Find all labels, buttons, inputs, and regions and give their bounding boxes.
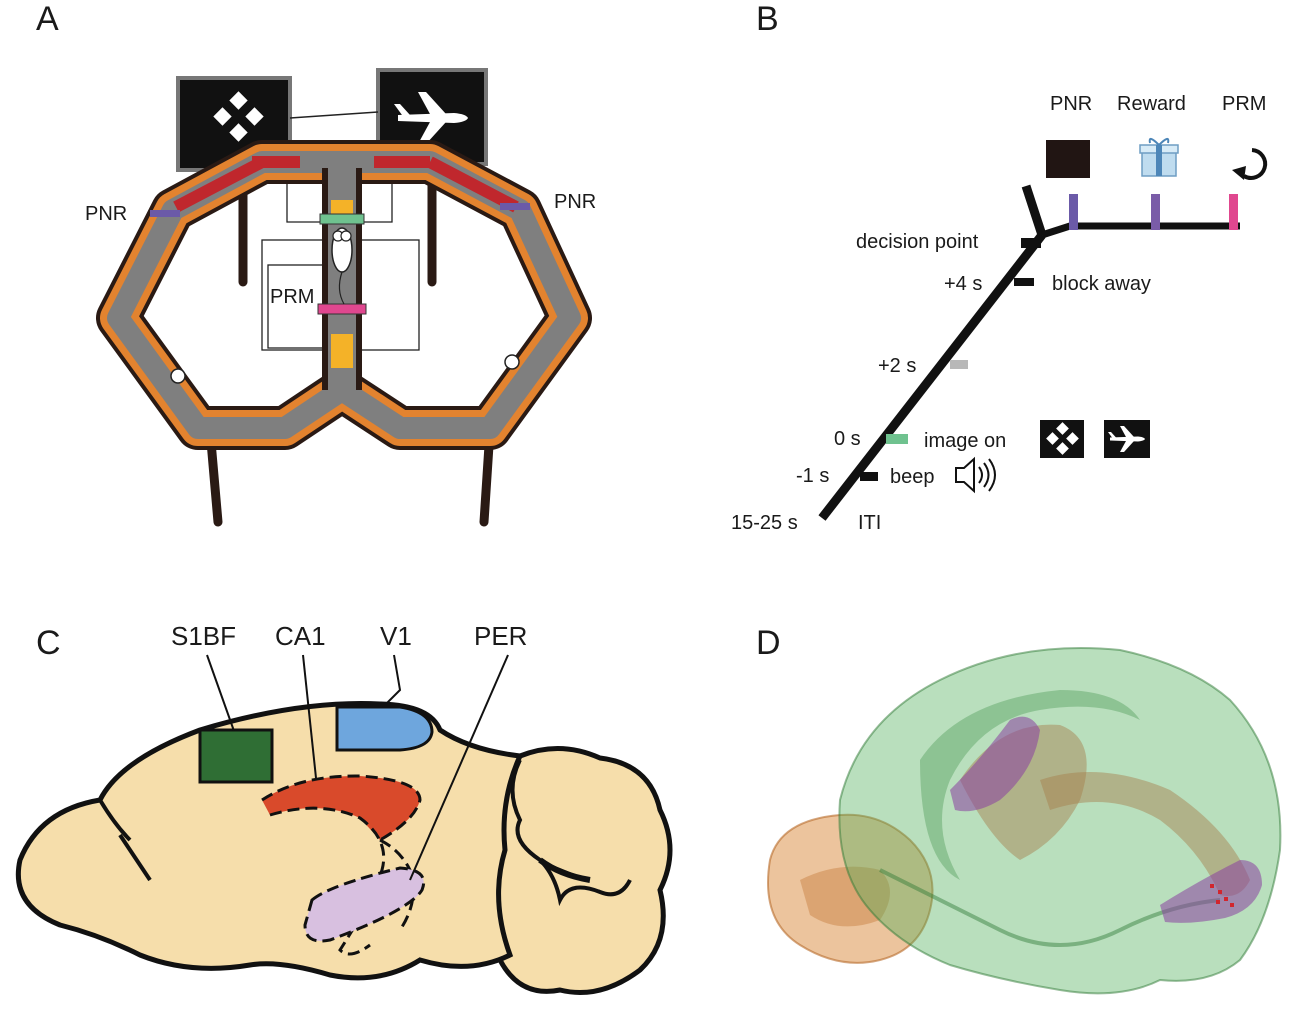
speaker-icon <box>955 456 996 494</box>
airplane-icon <box>1104 420 1150 458</box>
central-stem <box>317 168 367 390</box>
panel-b: B <box>731 0 1268 534</box>
red-segments <box>173 156 519 213</box>
diamond-pattern-icon <box>213 91 264 142</box>
region-per <box>303 866 426 943</box>
label-plus2: +2 s <box>878 355 916 377</box>
region-s1bf <box>198 728 274 784</box>
label-beep: beep <box>890 466 935 488</box>
label-iti: ITI <box>858 512 881 534</box>
tick-plus2 <box>950 360 968 369</box>
panel-d: D <box>756 624 1282 995</box>
tick-pnr <box>1069 194 1078 230</box>
pnr-marker-left <box>150 210 180 217</box>
rotate-arrow-icon <box>1232 148 1268 180</box>
tick-reward <box>1151 194 1160 230</box>
label-zero: 0 s <box>834 428 861 450</box>
label-ca1: CA1 <box>275 621 326 651</box>
red-dots <box>1210 884 1234 907</box>
region-v1 <box>335 705 434 752</box>
label-plus4: +4 s <box>944 273 982 295</box>
panel-letter-b: B <box>756 0 779 38</box>
label-minus1: -1 s <box>796 465 829 487</box>
tick-decision-point <box>1021 238 1041 248</box>
header-prm: PRM <box>1222 93 1266 115</box>
label-v1: V1 <box>380 621 412 651</box>
header-reward: Reward <box>1117 93 1186 115</box>
tick-plus4 <box>1014 278 1034 286</box>
purple-region-lower <box>1160 860 1262 923</box>
tick-prm <box>1229 194 1238 230</box>
reward-well-left <box>170 368 186 384</box>
panel-letter-a: A <box>36 0 59 38</box>
pnr-marker-right <box>500 203 530 210</box>
label-per: PER <box>474 621 527 651</box>
panel-a: A <box>36 0 596 527</box>
pnr-block-icon <box>1046 140 1090 178</box>
rat-icon <box>331 227 353 305</box>
label-s1bf: S1BF <box>171 621 236 651</box>
label-prm: PRM <box>270 286 314 308</box>
panel-c: C S1BF CA1 V1 PER <box>15 621 673 995</box>
tick-beep <box>860 472 878 481</box>
purple-region-upper <box>950 716 1040 812</box>
airplane-icon <box>394 92 468 144</box>
gift-icon <box>1139 138 1179 177</box>
label-image-on: image on <box>924 430 1006 452</box>
panel-letter-d: D <box>756 624 781 662</box>
label-iti-range: 15-25 s <box>731 512 798 534</box>
label-pnr-left: PNR <box>85 203 127 225</box>
header-pnr: PNR <box>1050 93 1092 115</box>
cerebellum <box>487 746 673 995</box>
leader-lines <box>206 654 509 881</box>
label-decision-point: decision point <box>856 231 979 253</box>
diamond-pattern-icon <box>1040 420 1084 458</box>
label-block-away: block away <box>1052 273 1151 295</box>
label-pnr-right: PNR <box>554 191 596 213</box>
tick-image-on <box>886 434 908 444</box>
region-ca1 <box>262 775 420 840</box>
reward-well-right <box>504 354 520 370</box>
panel-letter-c: C <box>36 624 61 662</box>
